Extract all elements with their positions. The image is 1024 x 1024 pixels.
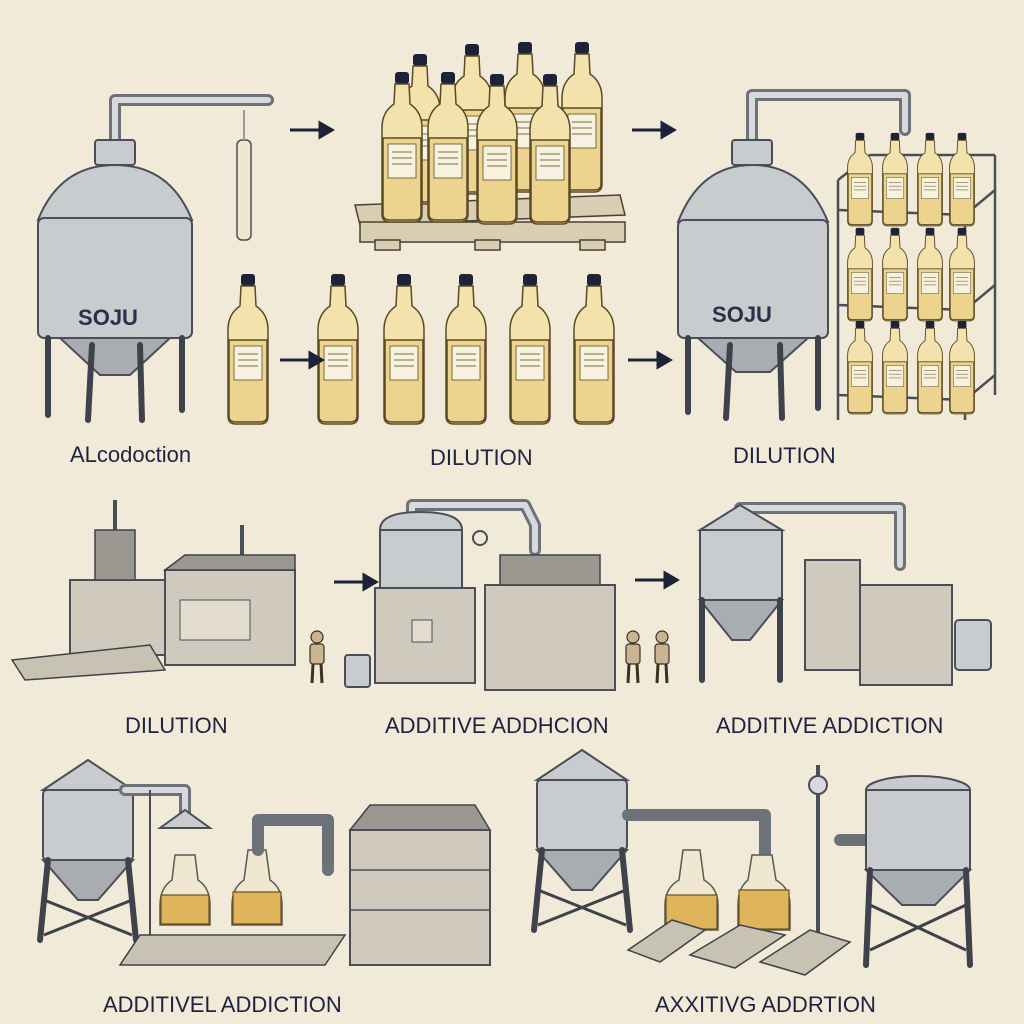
bottle-icon bbox=[882, 320, 908, 415]
silo-icon bbox=[534, 750, 630, 930]
mat-group bbox=[626, 919, 852, 976]
bucket-icon bbox=[344, 654, 371, 688]
row2-label-2: ADDITIVE ADDHCION bbox=[385, 713, 609, 738]
beaker-icon bbox=[231, 849, 283, 926]
bottle-icon bbox=[847, 320, 873, 415]
bottle-icon bbox=[917, 227, 943, 322]
person-icon bbox=[653, 629, 671, 685]
bottle-icon bbox=[847, 132, 873, 227]
gauge-icon bbox=[808, 765, 828, 935]
tank-icon bbox=[834, 775, 973, 968]
machine-icon bbox=[696, 502, 992, 686]
bottle-icon bbox=[949, 132, 975, 227]
bottle-icon bbox=[949, 320, 975, 415]
bottle-group-rack bbox=[847, 132, 975, 415]
bottle-group-pallet bbox=[381, 41, 603, 225]
bottle-icon bbox=[917, 320, 943, 415]
arrow-right-icon bbox=[332, 573, 378, 591]
arrow-right-icon bbox=[630, 121, 676, 139]
row2-label-3: ADDITIVE ADDICTION bbox=[716, 713, 943, 738]
bottle-icon bbox=[573, 273, 615, 425]
row1-label-3: DILUTION bbox=[733, 443, 836, 468]
bottle-icon bbox=[227, 273, 269, 425]
soju-tank-2: SOJU bbox=[676, 89, 911, 421]
row2-label-1: DILUTION bbox=[125, 713, 228, 738]
bottle-icon bbox=[445, 273, 487, 425]
row3-label-1: ADDITIVEL ADDICTION bbox=[103, 992, 342, 1017]
machine-icon bbox=[10, 500, 296, 681]
bottle-icon bbox=[509, 273, 551, 425]
pipe bbox=[252, 814, 334, 876]
beaker-icon bbox=[737, 854, 791, 931]
lamp-icon bbox=[119, 784, 214, 940]
row1-label-1: ALcodoction bbox=[70, 442, 191, 467]
bottle-icon bbox=[383, 273, 425, 425]
person-icon bbox=[308, 629, 326, 685]
bottle-icon bbox=[847, 227, 873, 322]
bottle-icon bbox=[882, 227, 908, 322]
row3-label-2: AXXITIVG ADDRTION bbox=[655, 992, 876, 1017]
arrow-right-icon bbox=[633, 571, 679, 589]
bottle-icon bbox=[949, 227, 975, 322]
arrow-right-icon bbox=[278, 351, 324, 369]
tube-icon bbox=[236, 110, 252, 241]
soju-tank-1: SOJU bbox=[36, 94, 274, 423]
pipe bbox=[622, 809, 771, 861]
bottle-icon bbox=[917, 132, 943, 227]
tank-label-1: SOJU bbox=[78, 305, 138, 330]
beaker-icon bbox=[159, 854, 211, 926]
arrow-right-icon bbox=[288, 121, 334, 139]
person-icon bbox=[624, 629, 642, 685]
row1-label-2: DILUTION bbox=[430, 445, 533, 470]
tank-label-2: SOJU bbox=[712, 302, 772, 327]
arrow-right-icon bbox=[626, 351, 672, 369]
machine-icon bbox=[348, 804, 492, 966]
floor-mat bbox=[118, 934, 347, 966]
beaker-icon bbox=[664, 849, 719, 931]
bottle-icon bbox=[882, 132, 908, 227]
bottle-row bbox=[227, 273, 615, 425]
bottle-icon bbox=[317, 273, 359, 425]
machine-icon bbox=[374, 499, 616, 691]
